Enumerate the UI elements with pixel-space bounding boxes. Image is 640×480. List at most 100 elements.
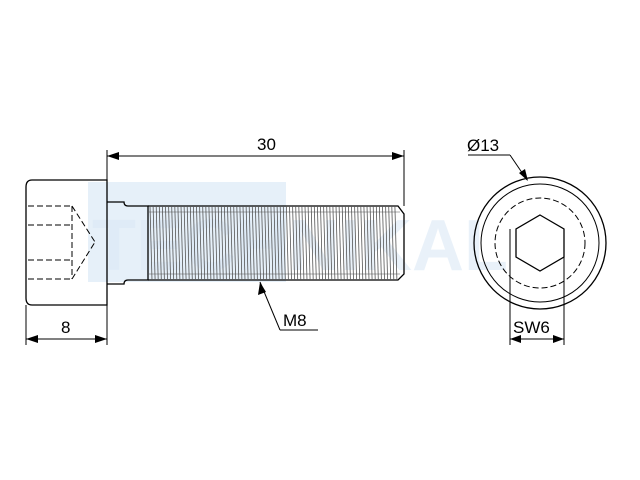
thread-lines (148, 205, 400, 281)
thread-label: M8 (283, 311, 307, 330)
dimension-length (106, 150, 405, 206)
thread-line (180, 205, 184, 281)
thread-line (248, 205, 252, 281)
dimension-socket (509, 229, 565, 345)
thread-line (186, 205, 190, 281)
thread-line (230, 205, 233, 281)
thread-line (233, 205, 237, 281)
thread-line (214, 205, 218, 281)
socket-hidden-circle (494, 197, 586, 289)
thread-line (183, 205, 187, 281)
thread-line (375, 205, 379, 281)
thread-line (279, 205, 283, 281)
thread-line (317, 205, 320, 281)
thread-line (286, 205, 289, 281)
thread-line (267, 205, 271, 281)
thread-line (348, 205, 351, 281)
thread-line (177, 205, 181, 281)
thread-line (344, 205, 348, 281)
thread-line (258, 205, 261, 281)
thread-line (379, 205, 382, 281)
thread-line (193, 205, 196, 281)
thread-line (162, 205, 165, 281)
dimension-socket-label: SW6 (513, 318, 550, 337)
thread-line (152, 205, 156, 281)
screw-head (25, 179, 108, 306)
thread-line (304, 205, 308, 281)
thread-line (217, 205, 221, 281)
diameter-leader (468, 154, 528, 181)
dimension-head-height-label: 8 (61, 318, 70, 337)
thread-line (208, 205, 212, 281)
thread-line (335, 205, 339, 281)
thread-line (282, 205, 286, 281)
thread-line (205, 205, 209, 281)
thread-line (298, 205, 302, 281)
thread-line (236, 205, 240, 281)
thread-line (313, 205, 317, 281)
thread-line (264, 205, 268, 281)
thread-line (255, 205, 258, 281)
thread-line (251, 205, 255, 281)
thread-line (261, 205, 264, 281)
thread-line (329, 205, 333, 281)
thread-line (382, 205, 385, 281)
socket-hidden-lines (28, 205, 96, 280)
thread-line (224, 205, 227, 281)
thread-line (289, 205, 292, 281)
dimension-head-height (25, 305, 108, 345)
thread-line (168, 205, 171, 281)
thread-line (171, 205, 175, 281)
thread-line (369, 205, 373, 281)
thread-line (351, 205, 354, 281)
top-view (473, 176, 607, 310)
head-chamfer-circle (480, 183, 600, 303)
thread-line (196, 205, 199, 281)
thread-line (158, 205, 162, 281)
thread-line (202, 205, 206, 281)
thread-line (211, 205, 215, 281)
thread-line (320, 205, 323, 281)
thread-line (276, 205, 280, 281)
thread-line (388, 205, 392, 281)
thread-line (245, 205, 249, 281)
hex-socket (515, 214, 565, 272)
screw-shank (107, 201, 149, 285)
thread-line (189, 205, 193, 281)
thread-leader (258, 281, 318, 331)
thread-line (174, 205, 178, 281)
thread-line (394, 205, 398, 281)
thread-line (385, 205, 388, 281)
thread-line (301, 205, 305, 281)
thread-line (363, 205, 367, 281)
thread-line (360, 205, 364, 281)
thread-line (270, 205, 274, 281)
thread-line (332, 205, 336, 281)
thread-line (372, 205, 376, 281)
thread-line (292, 205, 295, 281)
thread-line (149, 205, 153, 281)
thread-line (165, 205, 168, 281)
thread-line (341, 205, 345, 281)
thread-line (155, 205, 159, 281)
thread-line (326, 205, 330, 281)
side-view (25, 179, 405, 306)
thread-line (310, 205, 314, 281)
thread-line (357, 205, 361, 281)
thread-line (366, 205, 370, 281)
thread-line (323, 205, 326, 281)
thread-line (239, 205, 243, 281)
thread-line (307, 205, 311, 281)
dimension-length-label: 30 (257, 135, 276, 154)
thread-line (295, 205, 299, 281)
thread-line (220, 205, 224, 281)
thread-line (354, 205, 357, 281)
thread-line (227, 205, 230, 281)
diameter-label: Ø13 (467, 136, 499, 155)
thread-line (391, 205, 395, 281)
thread-line (199, 205, 202, 281)
thread-line (273, 205, 277, 281)
thread-line (242, 205, 246, 281)
head-outer-circle (473, 176, 607, 310)
